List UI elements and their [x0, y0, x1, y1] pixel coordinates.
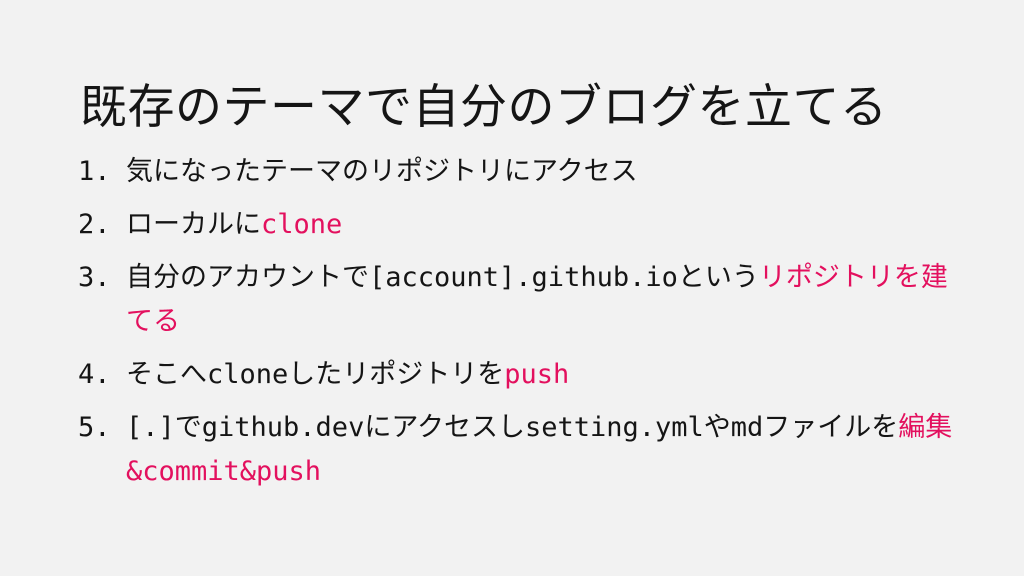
- list-item: 4. そこへcloneしたリポジトリをpush: [78, 353, 968, 397]
- accent-text: push: [504, 359, 570, 390]
- plain-text: [.]でgithub.devにアクセスしsetting.ymlやmdファイルを: [126, 412, 899, 443]
- accent-text: 編集&commit&push: [126, 412, 953, 487]
- list-item-marker: 3.: [78, 262, 111, 293]
- ordered-step-list: 1. 気になったテーマのリポジトリにアクセス 2. ローカルにclone 3. 自分のアカ…: [78, 150, 968, 503]
- page-title: 既存のテーマで自分のブログを立てる: [80, 80, 888, 136]
- plain-text: 気になったテーマのリポジトリにアクセス: [126, 156, 638, 187]
- accent-text: リポジトリを建てる: [126, 262, 948, 337]
- list-item-text: [.]でgithub.devにアクセスしsetting.ymlやmdファイルを編…: [126, 406, 964, 494]
- list-item-text: 気になったテーマのリポジトリにアクセス: [126, 150, 964, 194]
- list-item-text: ローカルにclone: [126, 203, 964, 247]
- list-item: 1. 気になったテーマのリポジトリにアクセス: [78, 150, 968, 194]
- accent-text: clone: [261, 209, 343, 240]
- plain-text: ローカルに: [126, 209, 261, 240]
- plain-text: 自分のアカウントで[account].github.ioという: [126, 262, 759, 293]
- plain-text: そこへcloneしたリポジトリを: [126, 359, 505, 390]
- list-item: 3. 自分のアカウントで[account].github.ioというリポジトリを建…: [78, 256, 968, 344]
- list-item-marker: 5.: [78, 412, 111, 443]
- list-item-text: そこへcloneしたリポジトリをpush: [126, 353, 964, 397]
- list-item: 2. ローカルにclone: [78, 203, 968, 247]
- list-item-text: 自分のアカウントで[account].github.ioというリポジトリを建てる: [126, 256, 964, 344]
- list-item-marker: 2.: [78, 209, 111, 240]
- list-item-marker: 1.: [78, 156, 111, 187]
- list-item: 5. [.]でgithub.devにアクセスしsetting.ymlやmdファイル…: [78, 406, 968, 494]
- list-item-marker: 4.: [78, 359, 111, 390]
